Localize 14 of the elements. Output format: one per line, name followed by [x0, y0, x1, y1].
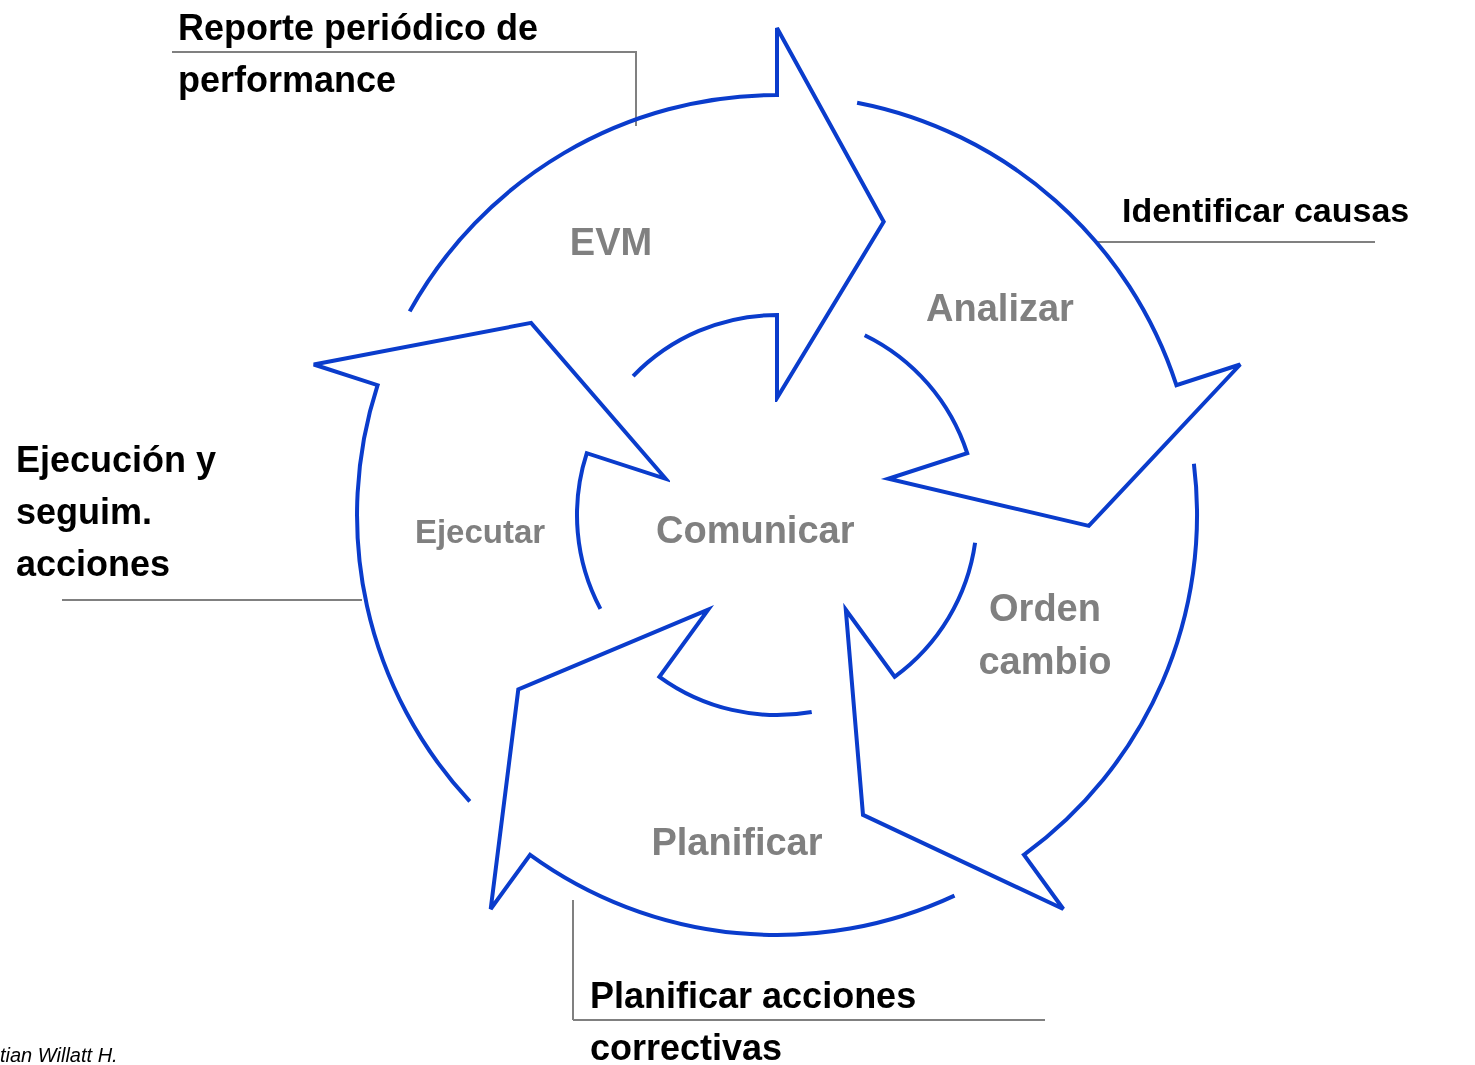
leader-line — [61, 599, 363, 601]
leader-line — [572, 899, 1046, 1021]
callout-text: Ejecución y seguim. acciones — [16, 434, 266, 590]
stage-label: Orden cambio — [977, 586, 1113, 685]
leader-line — [171, 51, 637, 127]
callout-text: Reporte periódico de performance — [172, 2, 618, 106]
stage-label: EVM — [568, 220, 654, 265]
author-credit: tian Willatt H. — [0, 1043, 118, 1065]
stage-label: Planificar — [650, 820, 824, 865]
stage-label: Analizar — [925, 286, 1075, 331]
callout-text: Planificar acciones correctivas — [573, 970, 1053, 1065]
stage-label: Ejecutar — [413, 512, 547, 552]
center-label: Comunicar — [656, 508, 855, 553]
callout-text: Identificar causas — [1122, 184, 1472, 236]
